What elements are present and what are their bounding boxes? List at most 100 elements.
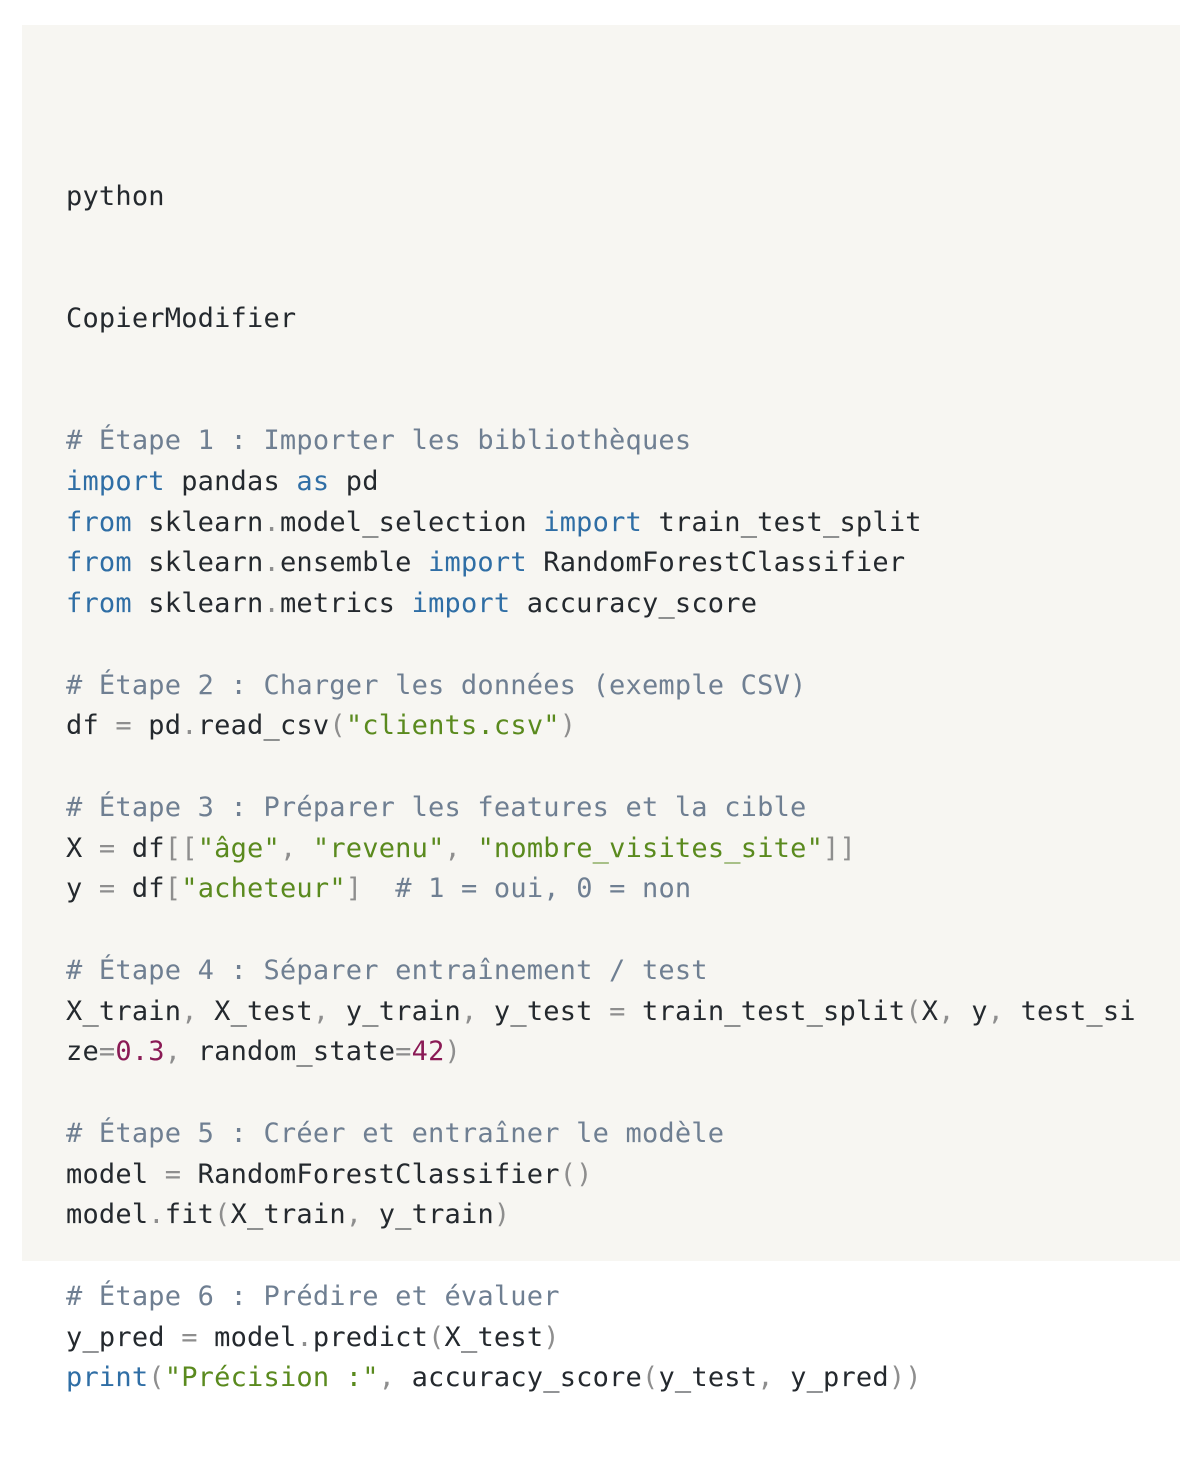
code-token: y_train	[378, 1199, 494, 1231]
code-line: # Étape 6 : Prédire et évaluer	[66, 1277, 1166, 1318]
code-line: model.fit(X_train, y_train)	[66, 1195, 1166, 1236]
code-token: accuracy_score	[510, 588, 758, 619]
code-token: ,	[312, 995, 346, 1027]
code-token: from	[66, 588, 132, 619]
code-token: accuracy_score	[411, 1362, 642, 1394]
code-token: sklearn	[131, 547, 264, 579]
code-token: (	[329, 710, 346, 742]
code-token: RandomForestClassifier	[181, 1158, 560, 1190]
code-token: =	[395, 1036, 412, 1068]
code-token: import	[66, 465, 165, 497]
code-token: y_pred	[790, 1362, 889, 1394]
code-token: .	[263, 547, 280, 579]
code-token: df	[66, 710, 116, 742]
code-token: "Précision :"	[164, 1362, 379, 1394]
code-line	[66, 747, 1166, 788]
code-token: y_pred	[66, 1321, 182, 1353]
code-line: X_train, X_test, y_train, y_test = train…	[66, 992, 1166, 1033]
code-token: [[	[164, 832, 198, 864]
code-token: =	[181, 1321, 198, 1353]
code-line	[66, 625, 1166, 666]
code-token: (	[641, 1362, 659, 1394]
code-token: as	[296, 465, 330, 497]
code-token: print	[66, 1362, 149, 1394]
code-line: # Étape 1 : Importer les bibliothèques	[66, 421, 1166, 462]
code-token: random_state	[197, 1036, 396, 1068]
code-token: "acheteur"	[181, 873, 346, 905]
code-token: import	[411, 588, 511, 619]
code-token: pd	[329, 465, 379, 497]
code-token: X	[921, 995, 939, 1027]
code-token: y_train	[345, 995, 461, 1027]
code-token: train_test_split	[641, 506, 922, 538]
code-token: (	[905, 995, 922, 1027]
copy-edit-label[interactable]: CopierModifier	[66, 302, 297, 334]
code-token: ze	[66, 1036, 99, 1068]
code-token: [	[164, 873, 182, 905]
code-token: )	[543, 1321, 560, 1353]
code-token: ,	[444, 832, 478, 864]
code-line	[66, 1073, 1166, 1114]
code-lines: # Étape 1 : Importer les bibliothèques im…	[66, 421, 1166, 1399]
code-token: # Étape 2 : Charger les données (exemple…	[66, 669, 807, 701]
code-token: ,	[378, 1362, 412, 1394]
code-token: ,	[460, 995, 494, 1027]
code-token: y	[66, 873, 99, 905]
code-line: model = RandomForestClassifier()	[66, 1155, 1166, 1196]
code-token: =	[98, 1036, 116, 1068]
code-token: ()	[559, 1158, 593, 1190]
code-token: df	[115, 832, 165, 864]
code-token: X_train	[230, 1199, 346, 1231]
code-token: (	[428, 1321, 445, 1353]
code-token: "âge"	[197, 832, 280, 864]
code-line: from sklearn.model_selection import trai…	[66, 503, 1166, 544]
code-token: ,	[938, 995, 972, 1027]
code-token: 0.3	[115, 1036, 165, 1068]
code-token: y	[971, 995, 988, 1027]
code-token: # Étape 6 : Prédire et évaluer	[66, 1280, 560, 1312]
code-token: X	[66, 832, 99, 864]
code-token: (	[214, 1199, 231, 1231]
code-token: # Étape 1 : Importer les bibliothèques	[66, 425, 692, 456]
code-line: print("Précision :", accuracy_score(y_te…	[66, 1358, 1166, 1399]
code-token	[362, 873, 395, 904]
code-token: .	[263, 588, 280, 619]
code-token: test_si	[1020, 995, 1136, 1027]
code-token: ))	[888, 1362, 922, 1394]
code-token: .	[296, 1321, 313, 1353]
code-token: (	[148, 1362, 165, 1394]
code-token: y_test	[658, 1362, 758, 1394]
code-token: from	[66, 547, 132, 579]
code-token: model	[66, 1199, 149, 1231]
code-token: # 1 = oui, 0 = non	[395, 873, 692, 905]
language-label: python	[66, 180, 165, 212]
code-token: # Étape 4 : Séparer entraînement / test	[66, 954, 708, 986]
code-token: fit	[164, 1199, 215, 1231]
code-token: pd	[131, 710, 182, 742]
code-token: ,	[279, 832, 313, 864]
code-token: predict	[312, 1321, 429, 1353]
code-token: train_test_split	[625, 995, 906, 1027]
code-token: "clients.csv"	[345, 710, 560, 742]
code-token: ,	[345, 1199, 379, 1231]
code-token: pandas	[164, 465, 297, 497]
code-line: X = df[["âge", "revenu", "nombre_visites…	[66, 829, 1166, 870]
code-token: RandomForestClassifier	[526, 547, 906, 579]
code-token: ,	[181, 995, 215, 1027]
code-line	[66, 1236, 1166, 1277]
code-line: # Étape 3 : Préparer les features et la …	[66, 788, 1166, 829]
code-line: from sklearn.metrics import accuracy_sco…	[66, 584, 1166, 625]
code-token: X_train	[66, 995, 182, 1027]
code-token: model	[197, 1321, 297, 1353]
code-token: model	[66, 1158, 165, 1190]
code-token: )	[493, 1199, 511, 1231]
code-token: ensemble	[279, 547, 429, 579]
code-token: )	[444, 1036, 462, 1068]
code-token: =	[115, 710, 132, 742]
code-token: ,	[987, 995, 1021, 1027]
code-token: .	[181, 710, 198, 742]
code-token: from	[66, 506, 132, 538]
code-line: import pandas as pd	[66, 462, 1166, 503]
code-line: # Étape 5 : Créer et entraîner le modèle	[66, 1114, 1166, 1155]
code-token: import	[543, 506, 642, 538]
